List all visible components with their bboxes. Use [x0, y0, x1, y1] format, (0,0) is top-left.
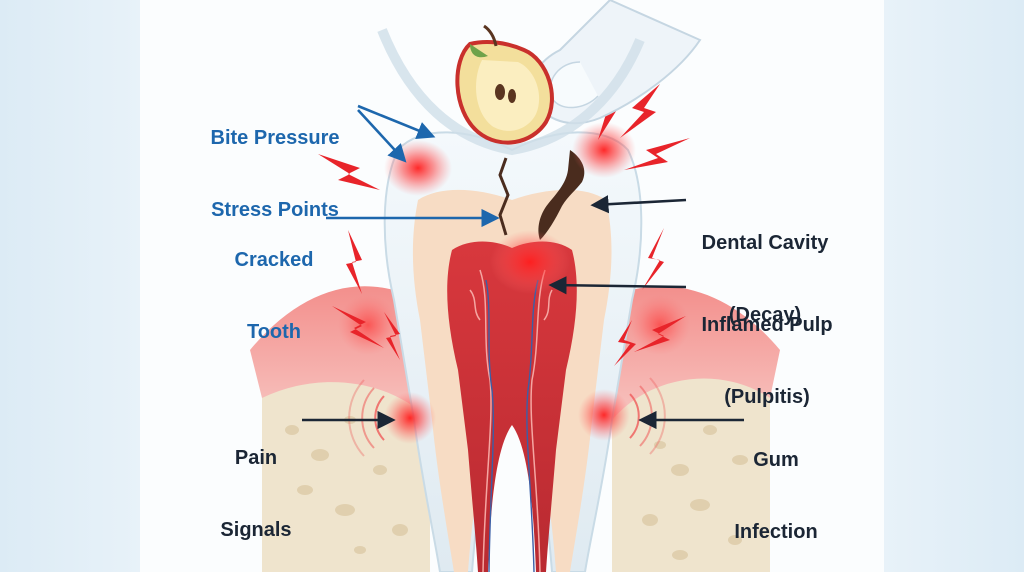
- label-dental-cavity-line2: (Decay): [728, 304, 802, 326]
- label-gum-infection-line2: Infection: [734, 521, 818, 543]
- label-gum-infection: Gum Infection: [724, 400, 828, 572]
- inflammation-glow-icon: [338, 295, 398, 355]
- label-bite-pressure: Bite Pressure Stress Points: [200, 78, 350, 270]
- label-bite-pressure-line1: Bite Pressure: [210, 127, 340, 149]
- inflammation-glow-icon: [384, 392, 436, 444]
- label-pain-signals-line1: Pain: [234, 447, 278, 469]
- pain-bolt-icon: [634, 316, 686, 352]
- label-inflamed-pulp: Inflamed Pulp (Pulpitis): [690, 265, 844, 457]
- pain-bolt-icon: [614, 320, 636, 366]
- cavity: [538, 150, 585, 240]
- label-inflamed-pulp-line2: (Pulpitis): [724, 386, 810, 408]
- pain-bolt-icon: [620, 84, 660, 138]
- label-cracked-tooth-line1: Cracked: [234, 249, 314, 271]
- pain-bolt-icon: [642, 228, 664, 290]
- apple-slice-icon: [455, 24, 554, 145]
- crack: [498, 157, 510, 236]
- label-pain-signals: Pain Signals: [212, 398, 300, 572]
- label-gum-infection-line1: Gum: [753, 449, 799, 471]
- pain-bolt-icon: [346, 230, 362, 294]
- inflammation-glow-icon: [572, 122, 636, 178]
- pain-bolt-icon: [624, 138, 690, 170]
- label-pain-signals-line2: Signals: [220, 519, 292, 541]
- pain-bolt-icon: [318, 154, 380, 190]
- label-dental-cavity: Dental Cavity (Decay): [690, 183, 840, 375]
- label-cracked-tooth-line2: Tooth: [246, 321, 302, 343]
- inflammation-glows: [338, 122, 690, 444]
- label-inflamed-pulp-line1: Inflamed Pulp: [701, 314, 833, 336]
- finger-icon: [530, 0, 702, 125]
- inflammation-glow-icon: [578, 389, 630, 441]
- inflammation-glow-icon: [630, 295, 690, 355]
- pain-bolt-icon: [384, 312, 400, 360]
- label-cracked-tooth: Cracked Tooth: [222, 200, 326, 392]
- label-bite-pressure-line2: Stress Points: [211, 199, 339, 221]
- label-dental-cavity-line1: Dental Cavity: [701, 232, 829, 254]
- callout-arrows: [302, 104, 744, 430]
- pain-bolt-icon: [332, 306, 384, 348]
- pain-signal-ring-icon: [348, 379, 385, 457]
